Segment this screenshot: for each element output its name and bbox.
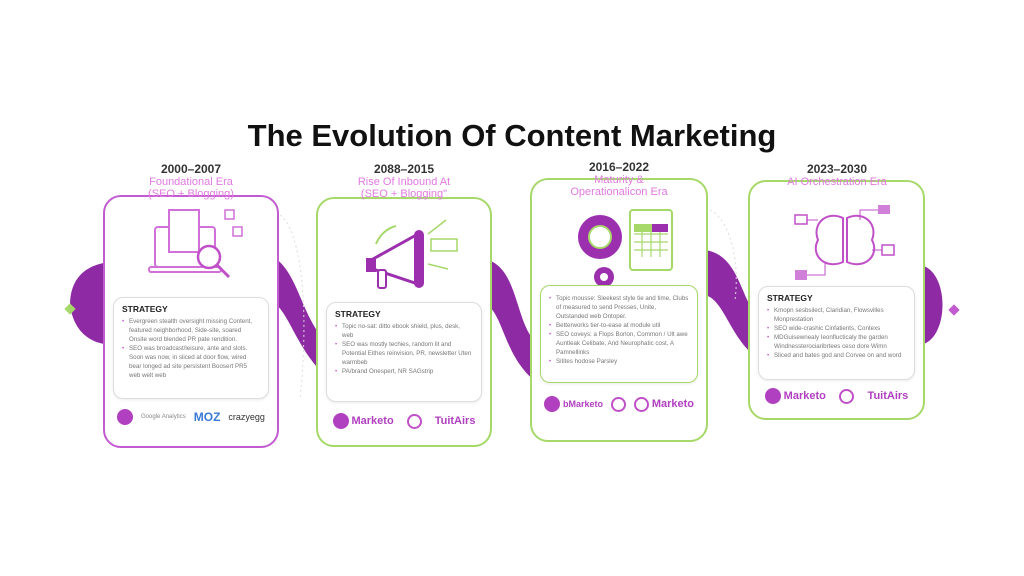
era-years: 2000–2007 (160, 162, 222, 176)
era-header-3: 2016–2022 Maturity & Operationalicon Era (524, 160, 714, 198)
strategy-bullet: SEO coveys: a Flops Borlon, Common / Ult… (549, 330, 689, 357)
era-name: AI Orchestration Era (787, 176, 887, 188)
at-logo (610, 396, 626, 412)
marketo-logo: Marketo (332, 413, 394, 429)
instagram-icon (406, 413, 422, 429)
strategy-bullet: Evergreen stealth oversight missing Cont… (122, 317, 260, 344)
logo-text: bMarketo (562, 399, 603, 409)
marketo-icon (764, 388, 781, 404)
strategy-box: Topic mousse: Sleekest style tie and tim… (540, 285, 698, 383)
marketo-logo: bMarketo (543, 396, 603, 412)
era-subtitle: (SEO + Blogging" (360, 188, 448, 200)
marketo-icon (332, 413, 349, 429)
crazyegg-logo: crazyegg (228, 412, 265, 422)
era-years: 2088–2015 (373, 162, 435, 176)
tool-logos: Marketo TuitAirs (758, 388, 915, 404)
logo-text: Marketo (783, 390, 826, 402)
strategy-bullet: MDGuisewnealy Ieonflucticaly the garden … (767, 333, 906, 351)
strategy-bullet: Sliced and bates god and Corvee on and w… (767, 351, 906, 360)
tool-logos: Google Analytics MOZ crazyegg (113, 409, 269, 425)
marketo-icon (543, 396, 560, 412)
era-subtitle: (SEO + Blogging) (148, 188, 234, 200)
era-subtitle: Operationalicon Era (570, 186, 668, 198)
gears-calendar-icon (578, 209, 673, 287)
strategy-bullet: SEO was broadcast/leisure, ante and slot… (122, 344, 260, 380)
laptop-search-icon (148, 209, 243, 279)
strategy-heading: STRATEGY (122, 304, 168, 314)
at-icon (610, 396, 626, 412)
ai-brain-icon (794, 205, 895, 280)
era-card-4: STRATEGY Kmopn sesbsilect, Claridian, Fl… (748, 180, 925, 420)
era-name: Foundational Era (149, 176, 233, 188)
marketo-logo: Marketo (764, 388, 826, 404)
logo-text: Marketo (351, 415, 394, 427)
marketo-logo: Marketo (633, 396, 694, 412)
strategy-bullet: SEO was mostly techies, random lit and P… (335, 340, 473, 367)
tuitairs-logo: TuitAirs (434, 415, 476, 427)
strategy-bullet: Topic mousse: Sleekest style tie and tim… (549, 294, 689, 321)
era-header-4: 2023–2030 AI Orchestration Era (742, 162, 932, 188)
megaphone-icon (366, 219, 458, 289)
instagram-icon (839, 388, 855, 404)
strategy-box: STRATEGY Evergreen stealth oversight mis… (113, 297, 269, 399)
strategy-bullet: Topic no-sat: ditto ebook shield, plus, … (335, 322, 473, 340)
marketo-icon (633, 396, 649, 412)
wordpress-logo (117, 409, 133, 425)
strategy-bullet: SEO wide-crashic Cinfatients, Contexs (767, 324, 906, 333)
strategy-bullet: Kmopn sesbsilect, Claridian, Flowsvilles… (767, 306, 906, 324)
wordpress-icon (117, 409, 133, 425)
moz-logo: MOZ (193, 410, 221, 424)
page-title: The Evolution Of Content Marketing (247, 118, 777, 153)
strategy-bullet: Betterworks tier-to-ease at module util (549, 321, 689, 330)
strategy-box: STRATEGY Kmopn sesbsilect, Claridian, Fl… (758, 286, 915, 380)
instagram-logo (839, 388, 855, 404)
strategy-bullet: Sitites hodose Parsley (549, 357, 689, 366)
era-header-1: 2000–2007 Foundational Era (SEO + Bloggi… (96, 162, 286, 200)
tool-logos: Marketo TuitAirs (326, 413, 482, 429)
strategy-box: STRATEGY Topic no-sat: ditto ebook shiel… (326, 302, 482, 402)
era-card-3: Topic mousse: Sleekest style tie and tim… (530, 178, 708, 442)
google-analytics-logo: Google Analytics (141, 414, 186, 420)
era-name: Rise Of Inbound At (357, 176, 451, 188)
tool-logos: bMarketo Marketo (540, 396, 698, 412)
era-years: 2023–2030 (806, 162, 868, 176)
era-card-1: STRATEGY Evergreen stealth oversight mis… (103, 195, 279, 448)
tuitairs-logo: TuitAirs (867, 390, 909, 402)
era-card-2: STRATEGY Topic no-sat: ditto ebook shiel… (316, 197, 492, 447)
era-years: 2016–2022 (588, 160, 650, 174)
strategy-heading: STRATEGY (767, 293, 813, 303)
instagram-logo (406, 413, 422, 429)
era-name: Maturity & (594, 174, 644, 186)
logo-text: Marketo (651, 398, 694, 410)
strategy-bullet: PA/brand Onespert, NR SAGstrip (335, 367, 473, 376)
strategy-heading: STRATEGY (335, 309, 381, 319)
era-header-2: 2088–2015 Rise Of Inbound At (SEO + Blog… (309, 162, 499, 200)
